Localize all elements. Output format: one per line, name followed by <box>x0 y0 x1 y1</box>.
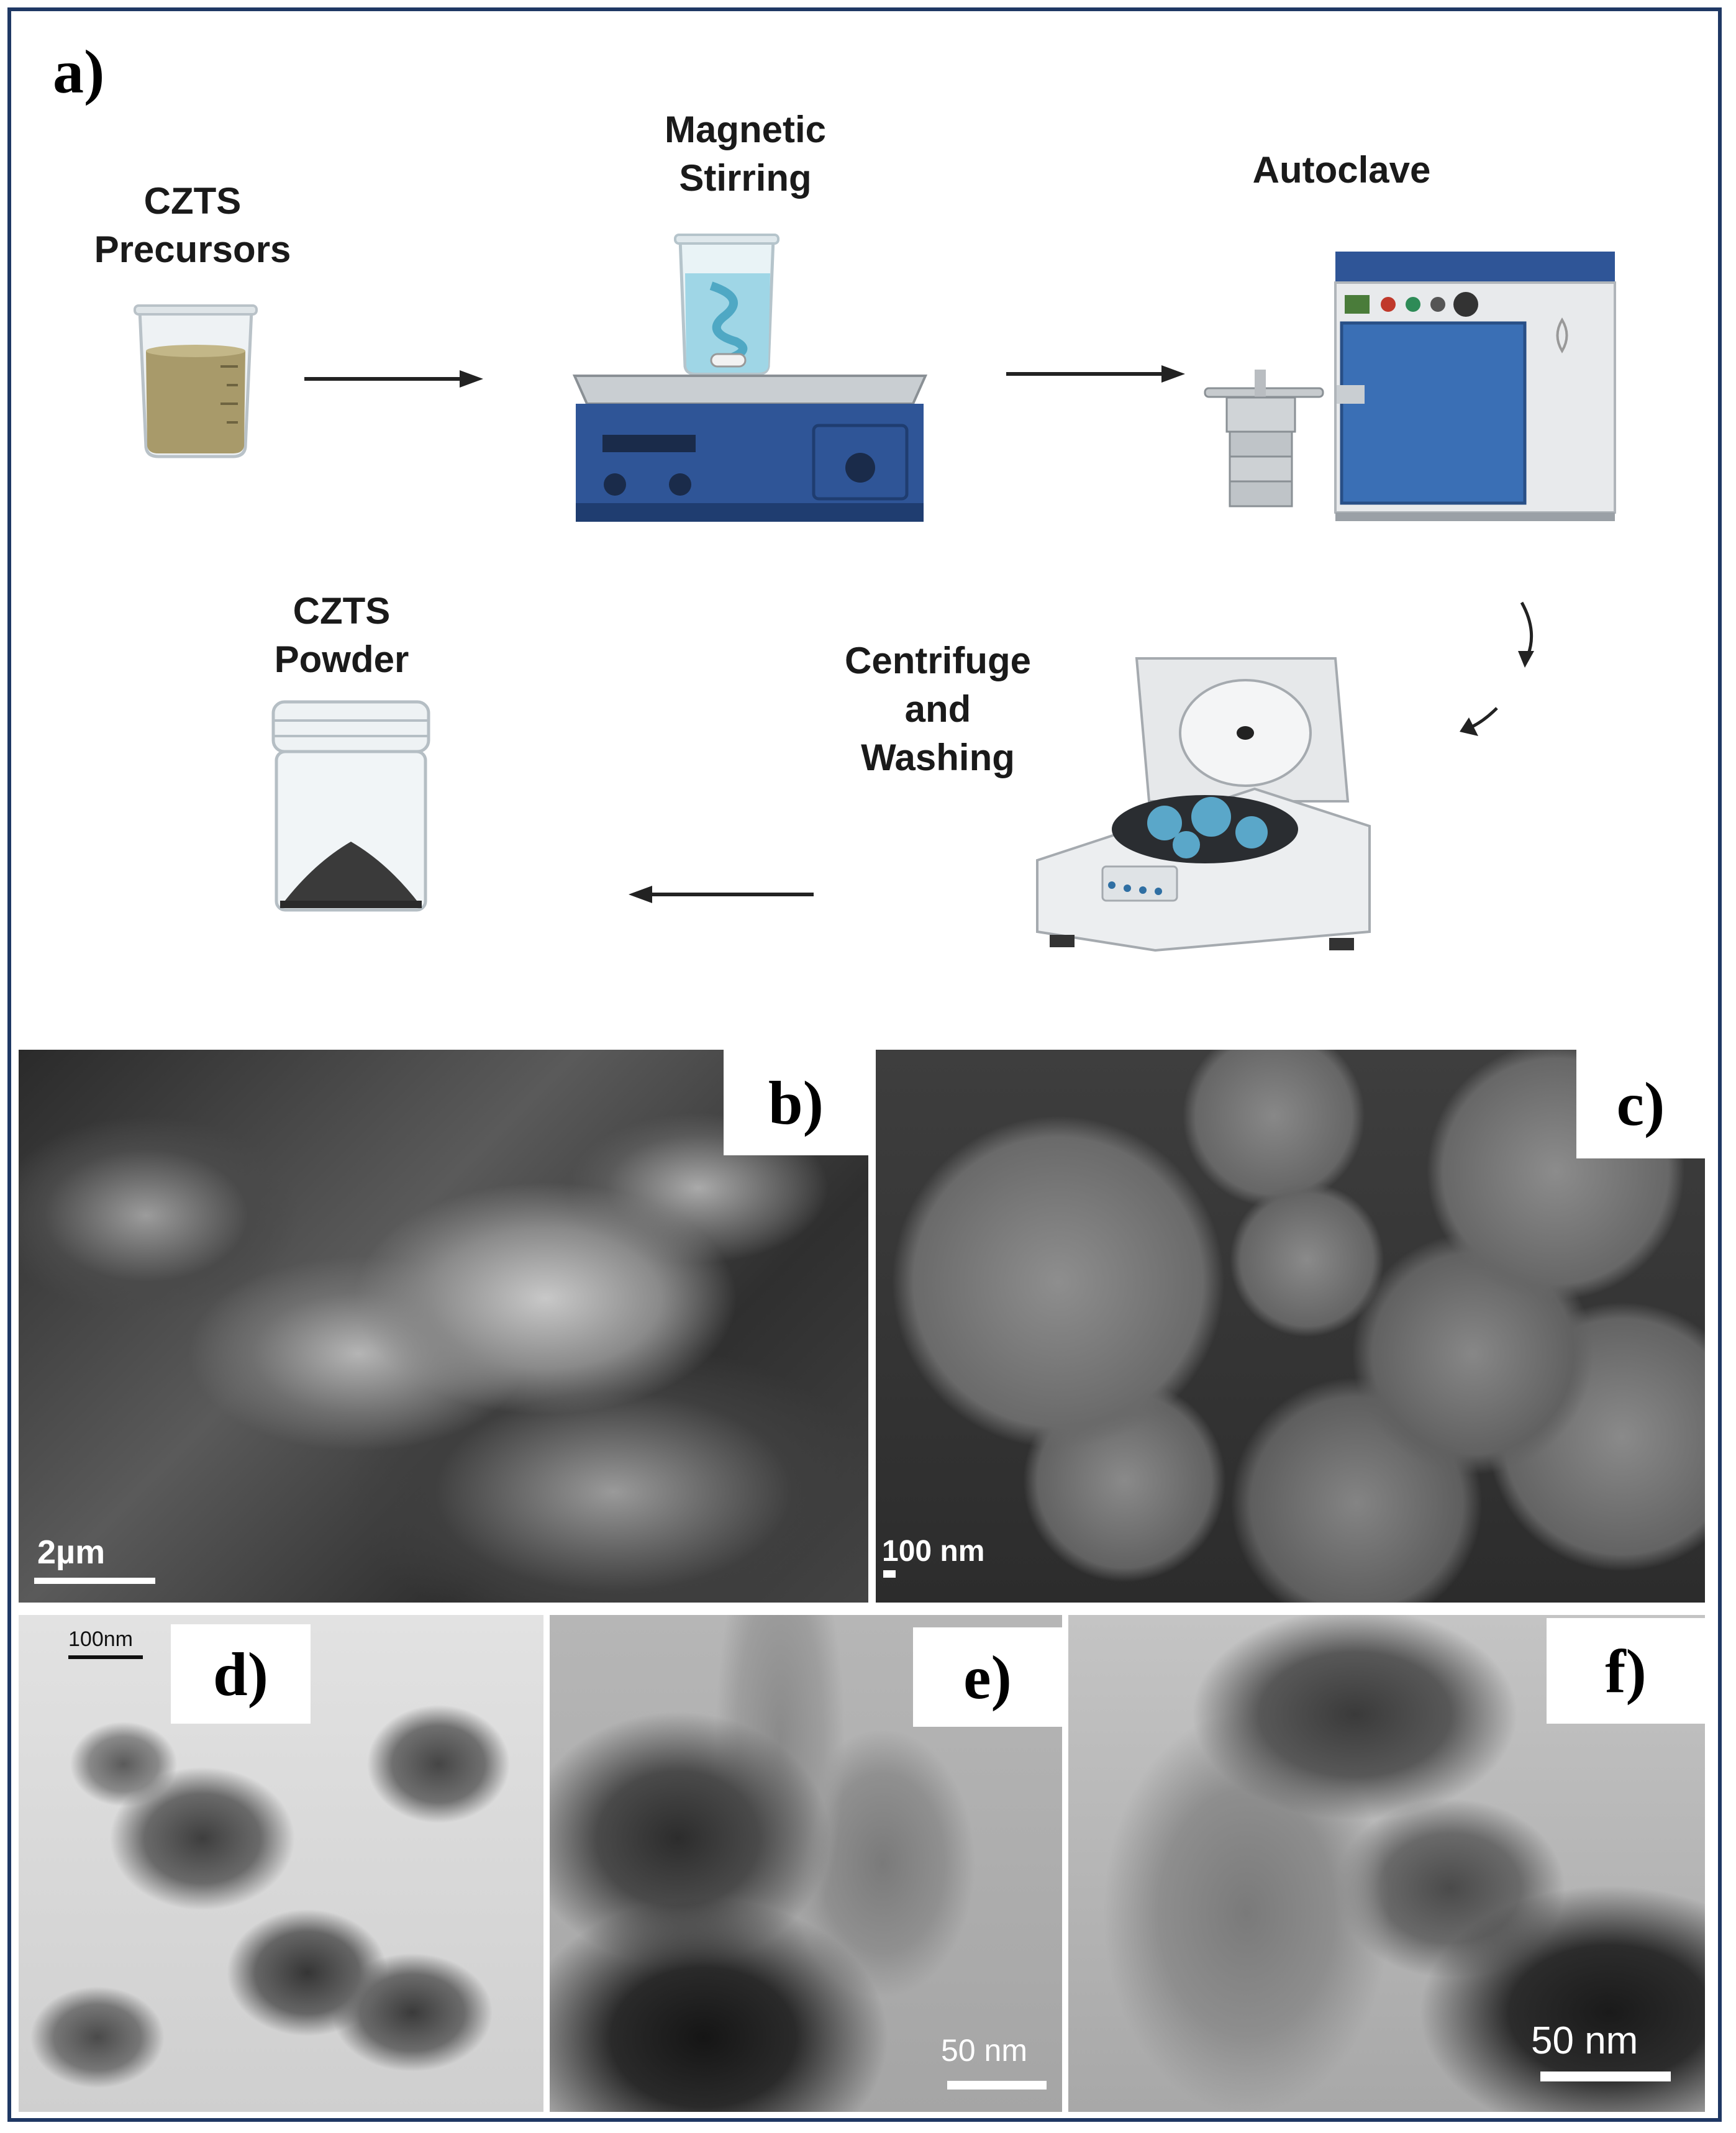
precursor-beaker-icon <box>134 304 258 458</box>
step-autoclave-label: Autoclave <box>1199 146 1484 194</box>
step-stirring-line2: Stirring <box>679 157 812 199</box>
panel-d-scalebar <box>68 1655 143 1659</box>
panel-d-label: d) <box>171 1624 311 1724</box>
panel-e-scale-label: 50 nm <box>941 2033 1027 2068</box>
panel-e-label: e) <box>913 1627 1062 1727</box>
arrow-left-icon <box>629 886 814 903</box>
step-centrifuge-line3: Washing <box>861 737 1015 778</box>
step-precursors-line1: CZTS <box>143 180 242 222</box>
curved-arrows-down-icon <box>1460 601 1534 736</box>
autoclave-oven-icon <box>1204 252 1616 521</box>
panel-a-label: a) <box>53 37 134 106</box>
panel-d-scale-label: 100nm <box>68 1627 133 1651</box>
panel-f-scalebar <box>1540 2072 1671 2081</box>
panel-c-label: c) <box>1576 1050 1705 1158</box>
step-powder-label: CZTS Powder <box>211 587 472 684</box>
step-precursors-label: CZTS Precursors <box>62 177 323 274</box>
magnetic-stirrer-icon <box>572 234 928 522</box>
panel-c-scale-label: 100 nm <box>882 1535 985 1568</box>
panel-e-scalebar <box>947 2081 1047 2090</box>
step-precursors-line2: Precursors <box>94 229 291 270</box>
step-stirring-label: Magnetic Stirring <box>615 106 876 202</box>
powder-jar-icon <box>271 700 430 912</box>
step-centrifuge-line2: and <box>904 688 971 730</box>
panel-b-scalebar <box>34 1578 155 1584</box>
centrifuge-icon <box>1036 657 1371 952</box>
step-powder-line1: CZTS <box>293 590 391 632</box>
step-powder-line2: Powder <box>274 639 409 680</box>
step-centrifuge-label: Centrifuge and Washing <box>807 637 1068 782</box>
panel-c-scalebar <box>883 1570 896 1578</box>
arrow-right-1-icon <box>304 370 483 388</box>
panel-c-sem-image: 100 nm <box>876 1050 1705 1603</box>
panel-b-label: b) <box>724 1050 868 1155</box>
step-autoclave-line1: Autoclave <box>1252 149 1431 191</box>
arrow-right-2-icon <box>1006 365 1185 383</box>
step-centrifuge-line1: Centrifuge <box>845 640 1031 681</box>
panel-f-label: f) <box>1547 1618 1705 1724</box>
panel-f-scale-label: 50 nm <box>1531 2019 1638 2062</box>
step-stirring-line1: Magnetic <box>664 109 827 150</box>
panel-b-scale-label: 2µm <box>37 1534 106 1571</box>
